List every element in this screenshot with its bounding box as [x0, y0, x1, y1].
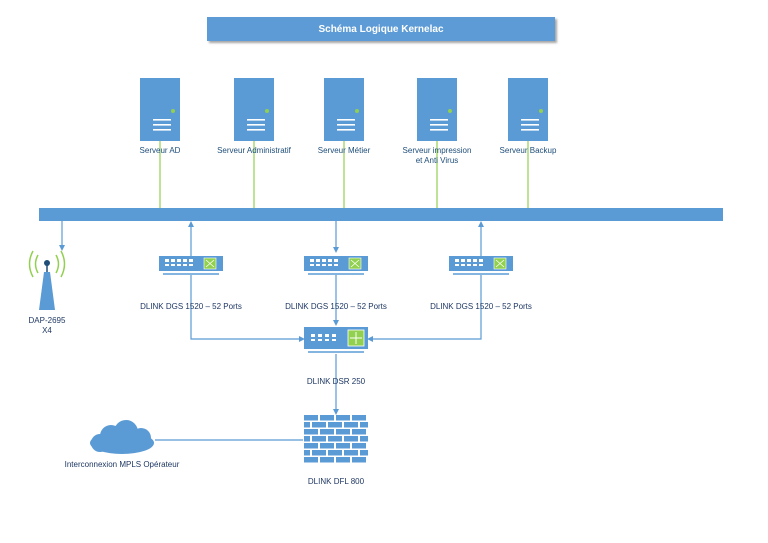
- servers: Serveur AD Serveur Administratif Serveur M…: [140, 78, 557, 165]
- server-label: Serveur Administratif: [217, 146, 292, 155]
- cloud: Interconnexion MPLS Opérateur: [65, 420, 180, 469]
- server: Serveur Backup: [500, 78, 557, 155]
- server-label: Serveur Backup: [500, 146, 557, 155]
- firewall-label: DLINK DFL 800: [308, 477, 365, 486]
- router: DLINK DSR 250: [304, 327, 368, 386]
- server-label: Serveur impression: [403, 146, 472, 155]
- cloud-icon: [90, 420, 154, 454]
- server-label: Serveur AD: [140, 146, 181, 155]
- server: Serveur AD: [140, 78, 181, 155]
- firewall: DLINK DFL 800: [304, 415, 368, 486]
- switch-label: DLINK DGS 1520 – 52 Ports: [430, 302, 532, 311]
- switch: DLINK DGS 1520 – 52 Ports: [430, 256, 532, 311]
- title-banner-bg: [207, 17, 555, 41]
- switch-label: DLINK DGS 1520 – 52 Ports: [140, 302, 242, 311]
- ap-label-line2: X4: [42, 326, 52, 335]
- server-icon: [324, 78, 364, 141]
- server: Serveur Administratif: [217, 78, 292, 155]
- router-label: DLINK DSR 250: [307, 377, 366, 386]
- server: Serveur Métier: [318, 78, 371, 155]
- network-bus: [39, 208, 723, 221]
- server-label: et Anti Virus: [416, 156, 459, 165]
- title-banner: Schéma Logique Kernelac: [207, 17, 555, 41]
- server-icon: [508, 78, 548, 141]
- link-switch1-to-router: [190, 275, 305, 342]
- server-icon: [140, 78, 180, 141]
- server-links: [159, 140, 529, 208]
- cloud-label: Interconnexion MPLS Opérateur: [65, 460, 180, 469]
- diagram-title: Schéma Logique Kernelac: [318, 24, 443, 35]
- access-point: DAP-2695 X4: [28, 250, 66, 335]
- firewall-icon: [304, 415, 368, 463]
- switch-icon: [159, 256, 223, 275]
- ap-label-line1: DAP-2695: [29, 316, 66, 325]
- link-switch3-to-router: [367, 275, 482, 342]
- wireless-antenna-icon: [28, 250, 66, 310]
- switch-icon: [304, 256, 368, 275]
- switch-label: DLINK DGS 1520 – 52 Ports: [285, 302, 387, 311]
- switch: DLINK DGS 1520 – 52 Ports: [140, 256, 242, 311]
- router-icon: [304, 327, 368, 353]
- switch: DLINK DGS 1520 – 52 Ports: [285, 256, 387, 311]
- switch-icon: [449, 256, 513, 275]
- connections: [59, 221, 484, 441]
- server-icon: [417, 78, 457, 141]
- server-label: Serveur Métier: [318, 146, 371, 155]
- server-icon: [234, 78, 274, 141]
- switches: DLINK DGS 1520 – 52 Ports DLINK DGS 1520 …: [140, 256, 532, 311]
